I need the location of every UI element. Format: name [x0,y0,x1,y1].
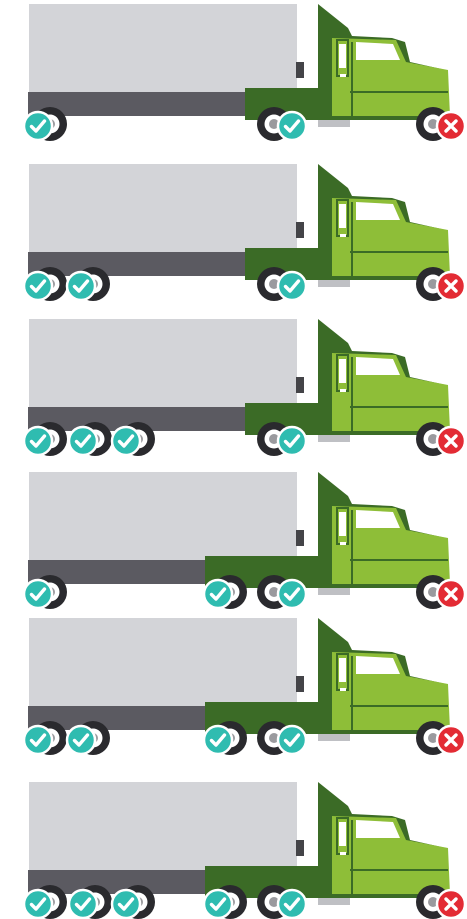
check-circle-icon [24,580,52,608]
badge-circle [24,726,52,754]
check-circle-icon [278,427,306,455]
truck-1 [24,4,465,141]
door-window [339,44,346,68]
badge-circle [24,427,52,455]
check-circle-icon [278,890,306,918]
trailer-body [29,782,297,870]
truck-3 [24,319,465,456]
badge-circle [278,272,306,300]
badge-circle [69,427,97,455]
badge-circle [278,580,306,608]
trailer-body [29,4,297,92]
fuel-step [318,120,350,127]
x-circle-icon [437,427,465,455]
badge-circle [67,272,95,300]
truck-5 [24,618,465,755]
badge-circle [67,726,95,754]
hitch [296,222,304,238]
check-circle-icon [67,272,95,300]
check-circle-icon [278,272,306,300]
check-circle-icon [112,427,140,455]
badge-circle [24,112,52,140]
fuel-step [318,734,350,741]
door-handle [340,542,346,545]
badge-circle [24,272,52,300]
check-circle-icon [204,580,232,608]
check-circle-icon [24,272,52,300]
door-window [339,822,346,846]
truck-4 [24,472,465,609]
truck-6 [24,782,465,919]
fuel-step [318,435,350,442]
truck-2 [24,164,465,301]
badge-circle [112,427,140,455]
check-circle-icon [204,726,232,754]
check-circle-icon [278,112,306,140]
badge-circle [69,890,97,918]
door-window [339,658,346,682]
badge-circle [24,890,52,918]
trailer-body [29,319,297,407]
door-window [339,204,346,228]
check-circle-icon [24,890,52,918]
check-circle-icon [67,726,95,754]
x-circle-icon [437,112,465,140]
trailer-body [29,618,297,706]
door-handle [340,852,346,855]
check-circle-icon [24,726,52,754]
x-circle-icon [437,890,465,918]
hitch [296,530,304,546]
trailer-body [29,164,297,252]
hitch [296,840,304,856]
fuel-step [318,898,350,905]
check-circle-icon [69,890,97,918]
check-circle-icon [278,580,306,608]
door-handle [340,389,346,392]
badge-circle [278,427,306,455]
x-circle-icon [437,726,465,754]
check-circle-icon [24,112,52,140]
check-circle-icon [24,427,52,455]
badge-circle [112,890,140,918]
check-circle-icon [204,890,232,918]
badge-circle [278,890,306,918]
badge-circle [278,726,306,754]
check-circle-icon [112,890,140,918]
door-handle [340,234,346,237]
trailer-body [29,472,297,560]
fuel-step [318,588,350,595]
check-circle-icon [69,427,97,455]
door-window [339,512,346,536]
hitch [296,62,304,78]
badge-circle [278,112,306,140]
door-handle [340,74,346,77]
check-circle-icon [278,726,306,754]
fuel-step [318,280,350,287]
door-window [339,359,346,383]
hitch [296,676,304,692]
badge-circle [24,580,52,608]
badge-circle [204,890,232,918]
door-handle [340,688,346,691]
x-circle-icon [437,272,465,300]
x-circle-icon [437,580,465,608]
badge-circle [204,580,232,608]
badge-circle [204,726,232,754]
hitch [296,377,304,393]
